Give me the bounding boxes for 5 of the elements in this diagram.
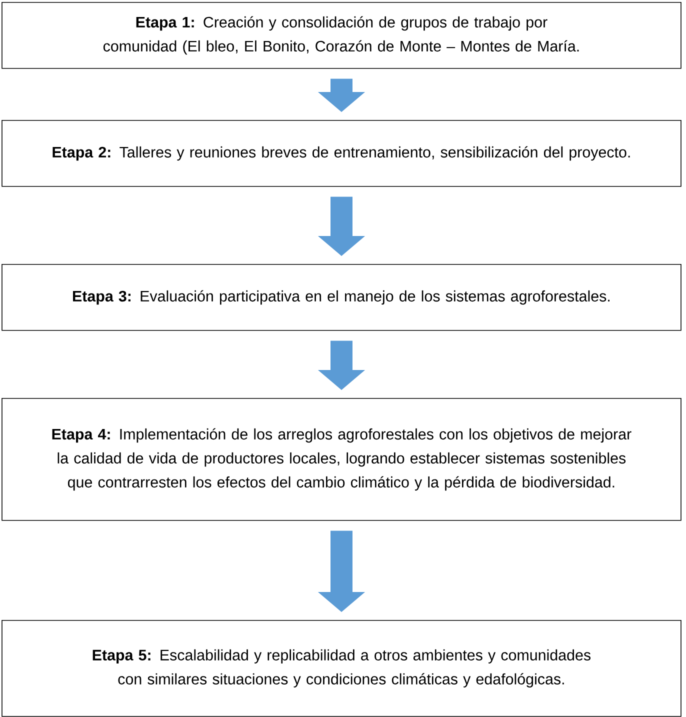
step-box: Etapa 3: Evaluación participativa en el manejo de los sistemas agroforestales. xyxy=(2,264,682,331)
step-box: Etapa 1: Creación y consolidación de grupos de trabajo por comunidad (El bleo, El Bonito, Corazón de Monte – Montes de María. xyxy=(2,2,682,69)
step-box: Etapa 4: Implementación de los arreglos agroforestales con los objetivos de mejorar la calidad de vida de productores locales, logrando establecer sistemas sostenibles que contrarresten los efectos del cambio climático y la pérdida de biodiversidad. xyxy=(2,398,682,521)
step-box: Etapa 2: Talleres y reuniones breves de entrenamiento, sensibilización del proyecto. xyxy=(2,120,682,187)
step-box: Etapa 5: Escalabilidad y replicabilidad a otros ambientes y comunidades con similares situaciones y condiciones climáticas y edafológicas. xyxy=(2,620,682,717)
